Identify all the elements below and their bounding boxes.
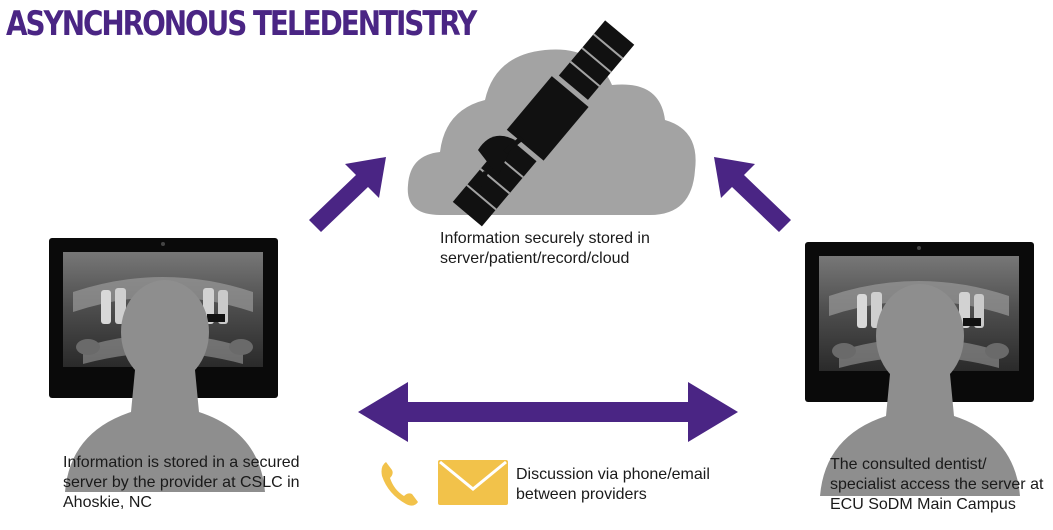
discussion-caption: Discussion via phone/email between provi… — [516, 466, 710, 503]
diagram-title: ASYNCHRONOUS TELEDENTISTRY — [6, 4, 477, 44]
phone-icon — [381, 462, 418, 506]
arrow-up-right-icon — [309, 157, 386, 232]
right-provider-caption: The consulted dentist/ specialist access… — [830, 456, 1044, 513]
arrow-up-left-icon — [714, 157, 791, 232]
left-provider-caption: Information is stored in a secured serve… — [63, 454, 300, 511]
cloud-caption: Information securely stored in server/pa… — [440, 230, 650, 267]
satellite-icon — [452, 20, 635, 227]
double-arrow-icon — [358, 382, 738, 442]
email-icon — [438, 460, 508, 505]
